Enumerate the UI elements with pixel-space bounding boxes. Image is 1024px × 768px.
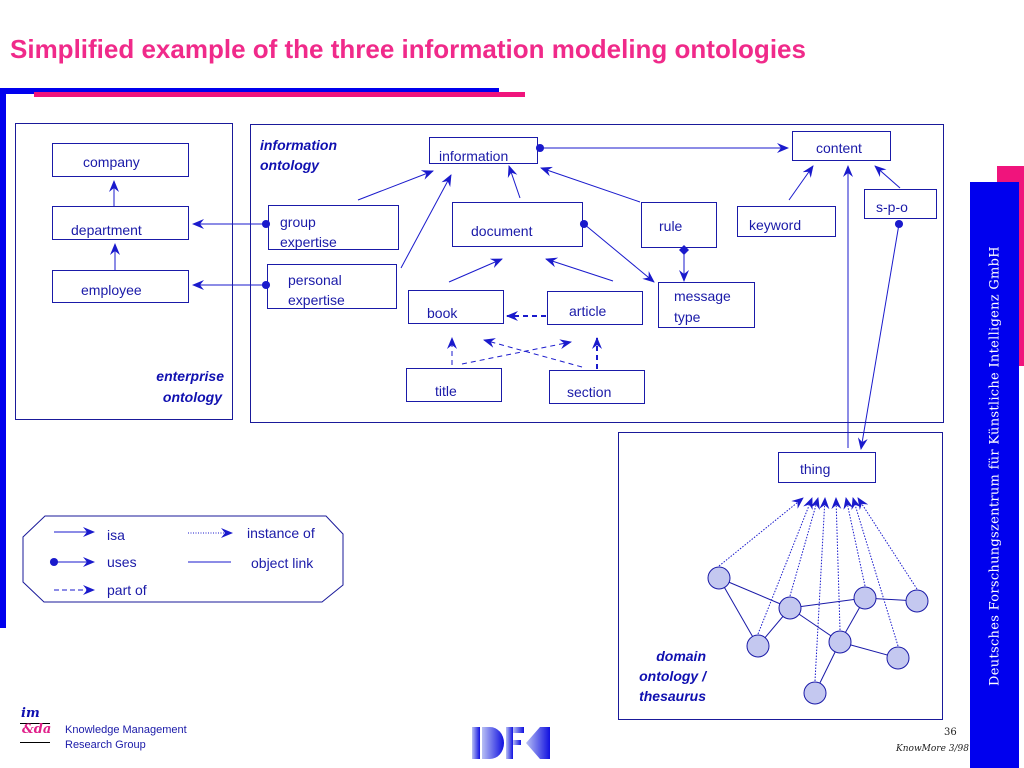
- node-personal-expertise-label-1: personal: [288, 272, 342, 288]
- node-employee[interactable]: employee: [52, 270, 189, 303]
- title-underline-pink: [34, 92, 525, 97]
- imda-logo-top: im: [21, 706, 40, 721]
- title-underline-blue: [0, 88, 499, 94]
- conference-label: KnowMore 3/98: [896, 744, 969, 754]
- domain-instance-node[interactable]: [803, 681, 827, 705]
- enterprise-ontology-label-1: enterprise: [156, 368, 224, 384]
- object-link-edge: [718, 577, 759, 647]
- domain-instance-node[interactable]: [828, 630, 852, 654]
- edge-book-isa-document: [448, 258, 503, 283]
- domain-instance-node[interactable]: [853, 586, 877, 610]
- node-keyword-label: keyword: [749, 217, 801, 233]
- edge-section-partof-book: [483, 338, 583, 368]
- legend: isa uses part of instance of object link: [22, 515, 344, 603]
- node-message-type-label-1: message: [674, 288, 731, 304]
- instance-of-edge: [757, 497, 813, 635]
- domain-ontology-label-2: ontology /: [639, 668, 708, 684]
- node-information[interactable]: information: [429, 137, 538, 165]
- node-rule-label: rule: [659, 218, 683, 234]
- imda-logo: im &da: [18, 706, 54, 746]
- edge-spo-uses-thing: [857, 219, 904, 450]
- instance-of-edge: [814, 497, 830, 682]
- enterprise-panel: [15, 123, 233, 420]
- node-title[interactable]: title: [406, 368, 502, 402]
- enterprise-ontology-label-2: ontology: [163, 389, 223, 405]
- page-number: 36: [944, 727, 957, 738]
- node-thing[interactable]: thing: [778, 452, 876, 483]
- node-book[interactable]: book: [408, 290, 504, 324]
- instance-of-edge: [843, 497, 866, 587]
- page-title: Simplified example of the three informat…: [10, 34, 806, 64]
- node-information-label: information: [439, 148, 508, 164]
- left-accent-bar: [0, 88, 6, 628]
- imda-logo-bottom: &da: [22, 722, 52, 737]
- legend-instance-label: instance of: [247, 525, 315, 541]
- node-message-type[interactable]: message type: [658, 282, 755, 328]
- domain-instance-node[interactable]: [707, 566, 731, 590]
- node-rule[interactable]: rule: [641, 202, 717, 248]
- node-section-label: section: [567, 384, 611, 400]
- node-book-label: book: [427, 305, 458, 321]
- legend-isa-label: isa: [107, 527, 125, 543]
- edge-keyword-isa-content: [788, 165, 814, 201]
- node-article-label: article: [569, 303, 607, 319]
- node-message-type-label-2: type: [674, 309, 701, 325]
- node-section[interactable]: section: [549, 370, 645, 404]
- object-link-edge: [789, 597, 866, 609]
- edge-article-isa-document: [545, 257, 614, 282]
- instance-of-edge: [857, 497, 918, 590]
- node-spo-label: s-p-o: [876, 199, 908, 215]
- object-link-edge: [718, 577, 791, 609]
- node-keyword[interactable]: keyword: [737, 206, 836, 237]
- legend-uses-label: uses: [107, 554, 137, 570]
- domain-instance-node[interactable]: [886, 646, 910, 670]
- node-group-expertise-label-1: group: [280, 214, 316, 230]
- domain-ontology-label-1: domain: [656, 648, 706, 664]
- information-panel: [250, 124, 944, 423]
- edge-personal-isa-information: [400, 174, 452, 269]
- edge-document-uses-message-type: [579, 219, 655, 283]
- domain-instance-node[interactable]: [905, 589, 929, 613]
- node-department[interactable]: department: [52, 206, 189, 240]
- node-thing-label: thing: [800, 461, 830, 477]
- node-company[interactable]: company: [52, 143, 189, 177]
- instance-of-edge: [718, 497, 804, 567]
- legend-partof-label: part of: [107, 582, 147, 598]
- edge-document-isa-information: [507, 165, 521, 199]
- edge-group-isa-information: [357, 170, 434, 201]
- dfki-logo: [472, 727, 550, 759]
- node-document-label: document: [471, 223, 533, 239]
- research-group-line2: Research Group: [65, 739, 146, 751]
- information-ontology-label-1: information: [260, 137, 337, 153]
- node-spo[interactable]: s-p-o: [864, 189, 937, 219]
- node-company-label: company: [83, 154, 140, 170]
- information-ontology-label-2: ontology: [260, 157, 320, 173]
- domain-panel: [618, 432, 943, 720]
- node-employee-label: employee: [81, 282, 142, 298]
- instance-of-edge: [831, 497, 842, 631]
- research-group: Knowledge Management Research Group: [65, 723, 187, 753]
- legend-objectlink-label: object link: [251, 555, 314, 571]
- node-personal-expertise-label-2: expertise: [288, 292, 345, 308]
- node-content-label: content: [816, 140, 862, 156]
- domain-graph: [707, 497, 929, 705]
- domain-instance-node[interactable]: [746, 634, 770, 658]
- research-group-line1: Knowledge Management: [65, 724, 187, 736]
- edge-title-partof-article: [461, 339, 572, 365]
- edge-rule-isa-information: [540, 166, 641, 203]
- side-banner: [970, 182, 1019, 768]
- node-personal-expertise[interactable]: personal expertise: [267, 264, 397, 309]
- node-document[interactable]: document: [452, 202, 583, 247]
- node-article[interactable]: article: [547, 291, 643, 325]
- domain-ontology-label-3: thesaurus: [639, 688, 706, 704]
- domain-instance-node[interactable]: [778, 596, 802, 620]
- instance-of-edge: [851, 497, 899, 647]
- node-group-expertise-label-2: expertise: [280, 234, 337, 250]
- node-group-expertise[interactable]: group expertise: [268, 205, 399, 251]
- edge-spo-isa-content: [874, 165, 901, 189]
- instance-of-edge: [789, 497, 820, 597]
- node-content[interactable]: content: [792, 131, 891, 161]
- node-title-label: title: [435, 383, 457, 399]
- node-department-label: department: [71, 222, 142, 238]
